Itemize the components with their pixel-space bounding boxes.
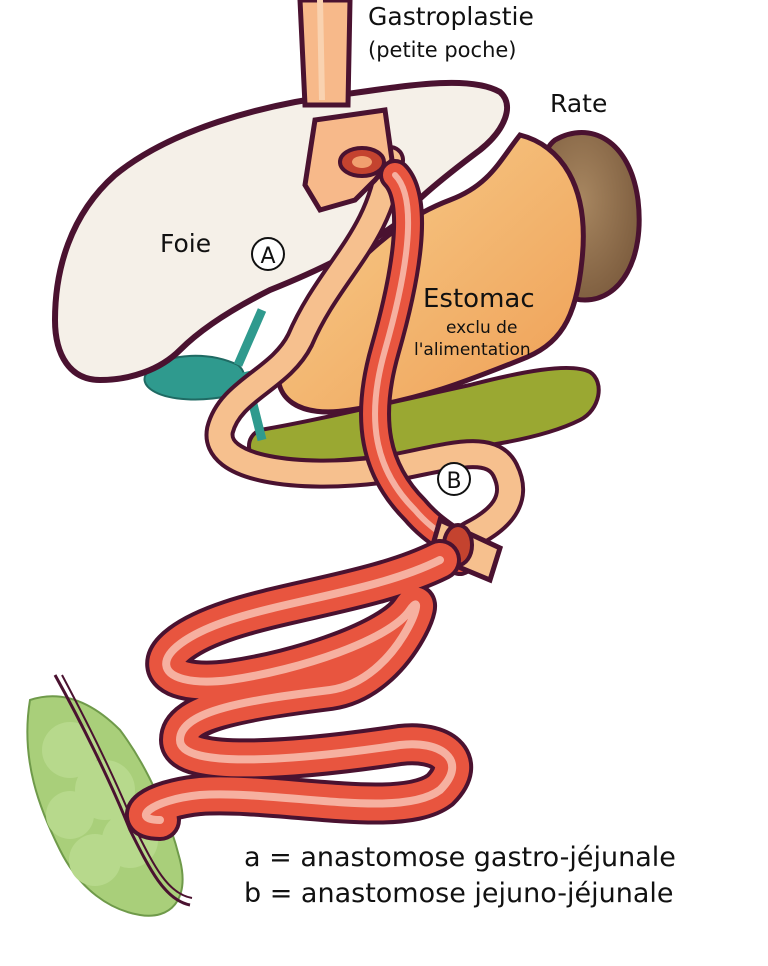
label-estomac: Estomac	[423, 284, 535, 314]
marker-b: B	[446, 469, 461, 494]
label-foie: Foie	[160, 229, 211, 258]
marker-a-circle	[251, 237, 285, 271]
legend-line-a: a = anastomose gastro-jéjunale	[244, 842, 676, 873]
label-gastroplastie: Gastroplastie	[368, 2, 534, 31]
esophagus	[297, 0, 353, 108]
label-rate: Rate	[550, 89, 607, 118]
excluded-stomach	[275, 132, 586, 415]
common-limb	[125, 539, 473, 841]
label-alimentation: l'alimentation	[414, 340, 531, 360]
gastric-pouch	[302, 107, 395, 213]
legend-line-b: b = anastomose jejuno-jéjunale	[244, 878, 674, 909]
label-exclu-de: exclu de	[446, 318, 517, 338]
label-petite-poche: (petite poche)	[368, 38, 517, 62]
marker-b-circle	[437, 462, 471, 496]
marker-a: A	[260, 244, 275, 269]
